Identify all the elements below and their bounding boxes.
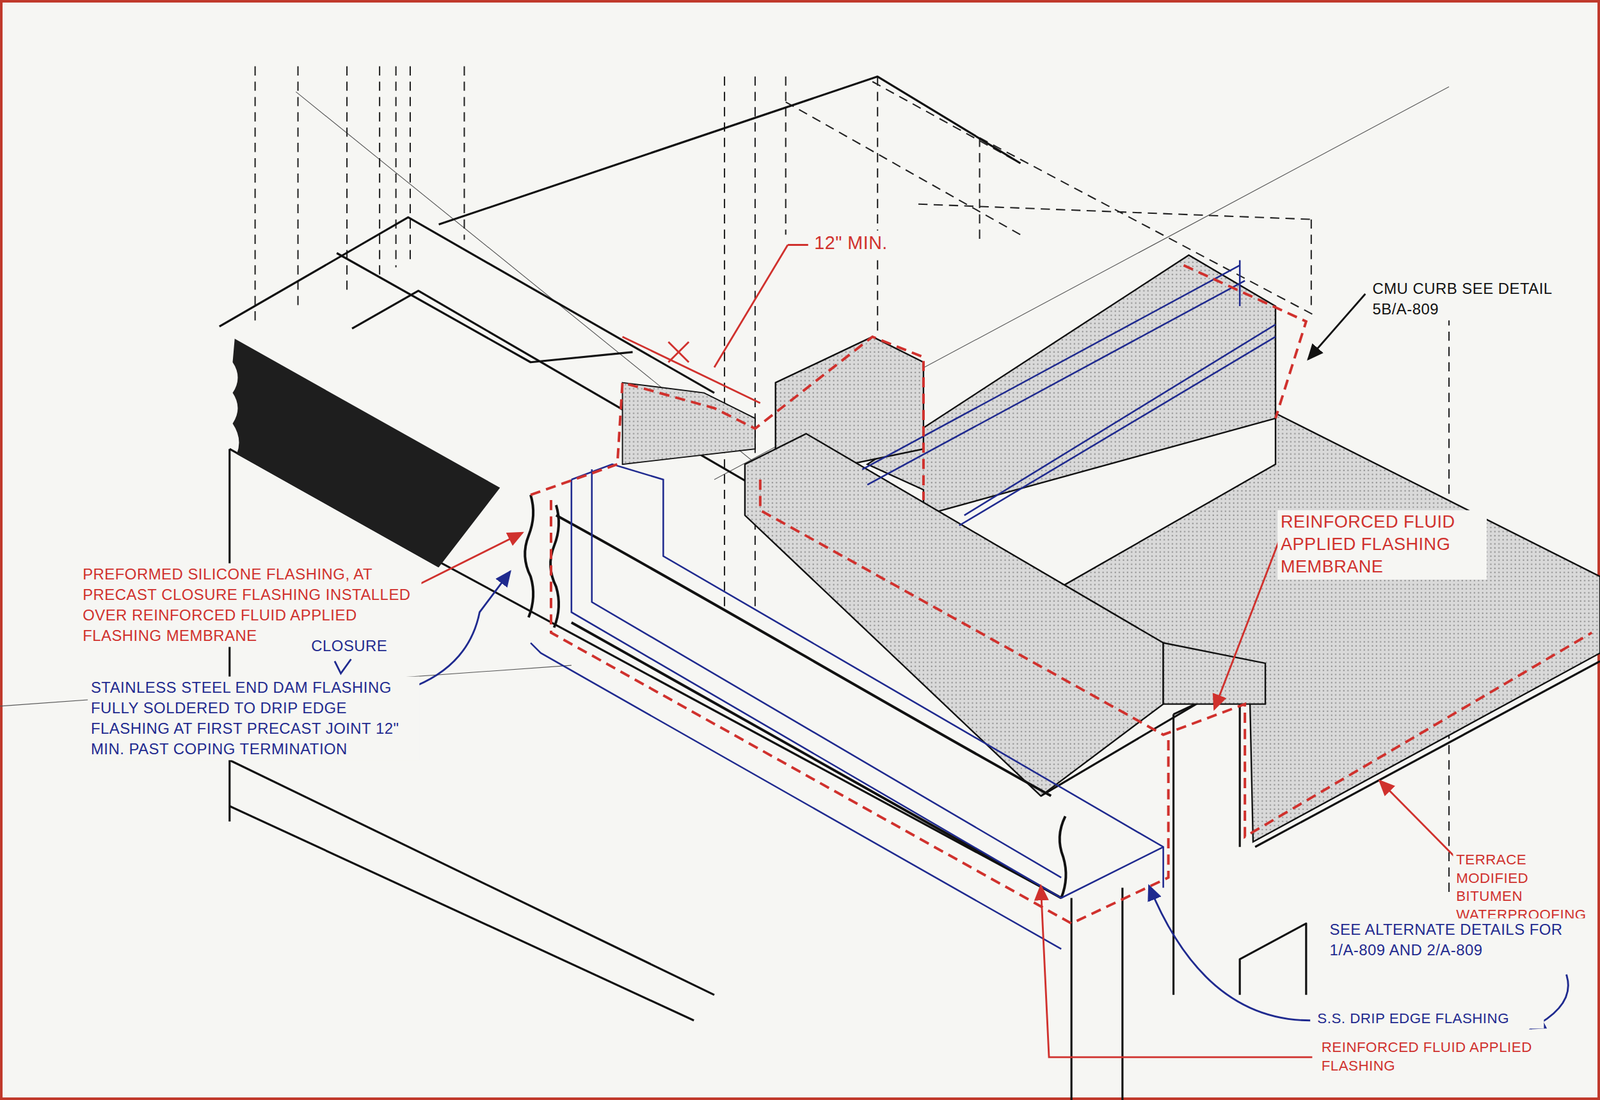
callout-note: REINFORCED FLUID APPLIED FLASHING MEMBRA… (1277, 510, 1487, 580)
callout-note: STAINLESS STEEL END DAM FLASHING FULLY S… (87, 676, 420, 761)
callout-note: CMU CURB SEE DETAIL 5B/A-809 (1369, 277, 1574, 320)
callout-note: SEE ALTERNATE DETAILS FOR 1/A-809 AND 2/… (1326, 917, 1595, 961)
callout-note: CLOSURE (308, 634, 400, 657)
dimension-label: 12" MIN. (811, 230, 924, 256)
callout-note: S.S. DRIP EDGE FLASHING (1314, 1008, 1545, 1029)
callout-note: TERRACE MODIFIED BITUMEN WATERPROOFING (1452, 848, 1594, 925)
callout-note: REINFORCED FLUID APPLIED FLASHING (1318, 1036, 1549, 1076)
